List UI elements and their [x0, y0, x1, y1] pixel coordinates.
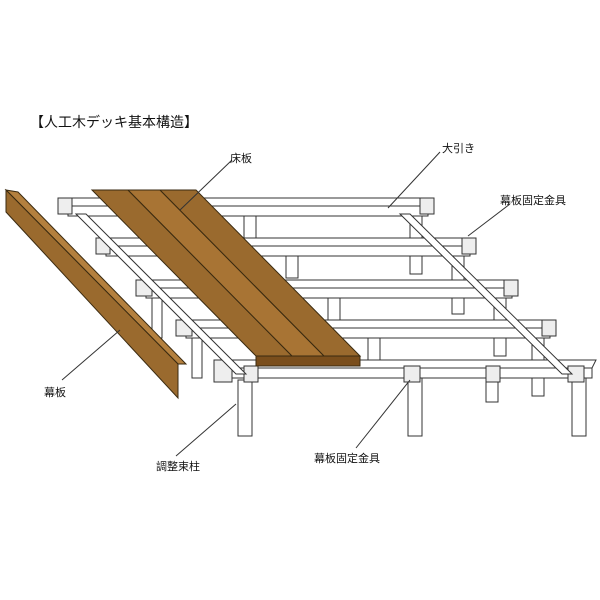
diagram-title: 【人工木デッキ基本構造】 [30, 115, 198, 131]
cross-joists [74, 213, 574, 375]
label-floorboard: 床板 [230, 152, 252, 165]
label-adjustable-post: 調整束柱 [156, 460, 200, 473]
label-fascia-fitting-top: 幕板固定金具 [500, 194, 566, 207]
beam-row-1 [213, 359, 597, 437]
label-beam: 大引き [442, 142, 475, 155]
label-fascia-fitting-bottom: 幕板固定金具 [314, 452, 380, 465]
label-fascia: 幕板 [44, 386, 66, 399]
floorboards [90, 189, 362, 367]
fascia-board [4, 188, 188, 400]
leader-lines [61, 151, 511, 457]
